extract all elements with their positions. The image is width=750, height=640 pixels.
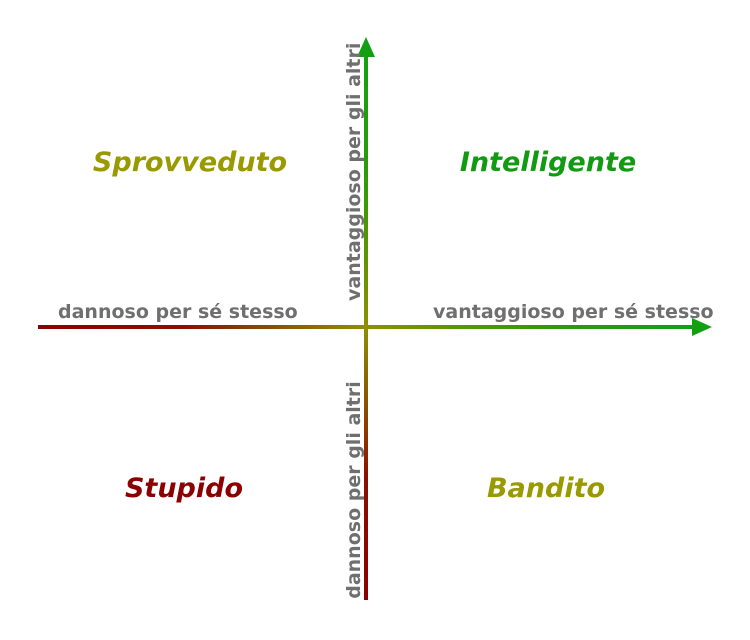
- quadrant-label-intelligente: Intelligente: [459, 147, 637, 178]
- x-axis-negative-label: dannoso per sé stesso: [58, 301, 298, 323]
- y-axis-positive-label: vantaggioso per gli altri: [343, 42, 365, 301]
- quadrant-label-bandito: Bandito: [486, 473, 606, 504]
- x-axis-arrow-icon: [692, 318, 712, 336]
- x-axis-positive-label: vantaggioso per sé stesso: [433, 301, 714, 323]
- y-axis-arrow-icon: [357, 37, 375, 57]
- quadrant-label-sprovveduto: Sprovveduto: [92, 147, 288, 178]
- y-axis-negative-label: dannoso per gli altri: [343, 381, 365, 599]
- y-axis-line: [364, 54, 368, 600]
- quadrant-label-stupido: Stupido: [124, 473, 244, 504]
